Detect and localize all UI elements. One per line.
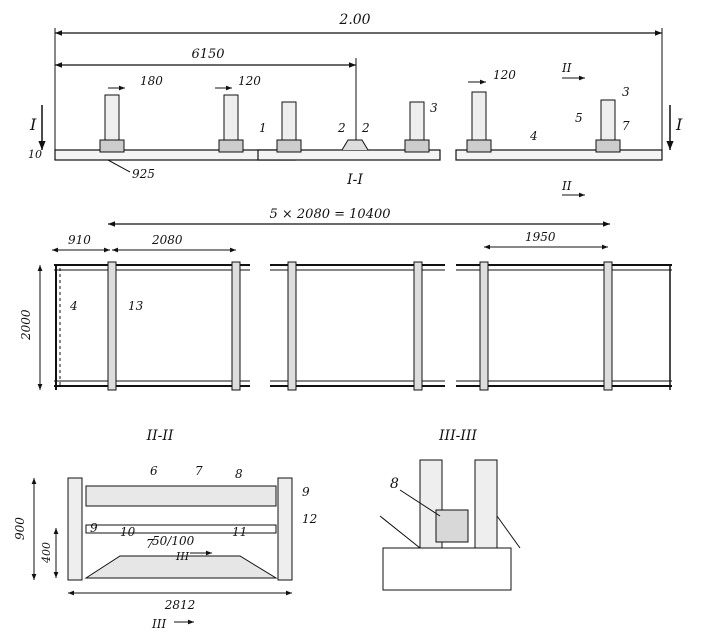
callout-6: 6: [150, 464, 158, 478]
section-i-right: I: [675, 115, 683, 134]
right-post: [277, 477, 293, 581]
brace: [496, 515, 521, 549]
plan-frame: [456, 261, 672, 391]
bay-start-dim: 910: [68, 233, 91, 247]
overall-dim: 2.00: [338, 12, 370, 28]
post: [404, 101, 430, 153]
callout-4b: 4: [69, 299, 78, 313]
left-span-dim: 6150: [191, 47, 224, 62]
callout-1: 1: [259, 121, 267, 135]
sec-width-dim: 2812: [164, 598, 196, 612]
plan-frame: [54, 261, 250, 391]
callout-9b: 9: [302, 485, 310, 499]
callout-8: 8: [235, 467, 243, 481]
sec-height-dim: 900: [13, 517, 27, 540]
base-beam: [382, 547, 512, 591]
elevation-leader: [107, 159, 131, 173]
sec-slope: 50/100: [152, 534, 195, 548]
middle-support: [341, 139, 369, 151]
dim-180: 180: [140, 74, 163, 88]
section-iii-bottom: III: [151, 617, 166, 631]
base-height: 10: [28, 148, 42, 161]
section-ii-top: II: [561, 61, 572, 75]
callout-13: 13: [128, 299, 144, 313]
section-ii-title: II-II: [146, 428, 174, 444]
lower-tray: [84, 555, 278, 579]
section-ii-bottom: II: [561, 179, 572, 193]
base-strip: [455, 149, 663, 161]
upper-layer: [85, 485, 277, 507]
callout-11: 11: [232, 525, 247, 539]
dim-120: 120: [238, 74, 261, 88]
brace: [379, 515, 421, 549]
post: [99, 94, 125, 153]
plan-view: 5 × 2080 = 10400 910 2080 1950 2000: [19, 207, 672, 391]
bay-end-dim: 1950: [525, 230, 556, 244]
post: [276, 101, 302, 153]
callout-10: 10: [120, 525, 136, 539]
left-post: [67, 477, 83, 581]
post: [218, 94, 244, 153]
callout-4: 4: [529, 129, 538, 143]
callout-2b: 2: [361, 121, 370, 135]
plan-width-dim: 2000: [19, 309, 33, 341]
post: [595, 99, 621, 153]
elevation-view: 2.00 6150 180 120 120 I I 10 925: [28, 12, 683, 198]
section-i-title: I-I: [346, 172, 363, 188]
section-iii-title: III-III: [438, 428, 477, 444]
bay-module-dim: 2080: [151, 233, 183, 247]
elevation-mark: 925: [132, 167, 155, 181]
post: [466, 91, 492, 153]
section-iii-view: III-III 8: [379, 428, 521, 591]
callout-7b: 7: [195, 464, 203, 478]
section-iii-mark: III: [175, 550, 190, 563]
callout-5: 5: [575, 111, 583, 125]
dim-120b: 120: [493, 68, 516, 82]
section-ii-view: II-II 900 400 2812 50/100 III III 6 7 8 …: [13, 428, 317, 631]
callout-7: 7: [622, 119, 630, 133]
callout-9: 9: [90, 521, 98, 535]
sec-low-dim: 400: [40, 542, 53, 564]
plan-frame: [270, 261, 445, 391]
callout-3: 3: [430, 101, 438, 115]
section-i-left: I: [29, 115, 37, 134]
bay-series-dim: 5 × 2080 = 10400: [269, 207, 390, 222]
callout-3b: 3: [622, 85, 630, 99]
callout-12: 12: [302, 512, 317, 526]
callout-8b: 8: [390, 476, 399, 492]
callout-2: 2: [337, 121, 346, 135]
clamp-block: [435, 509, 469, 543]
callout-8b-leader: [399, 489, 441, 517]
middle-beam: [85, 524, 277, 534]
callout-7c: 7: [146, 537, 154, 551]
